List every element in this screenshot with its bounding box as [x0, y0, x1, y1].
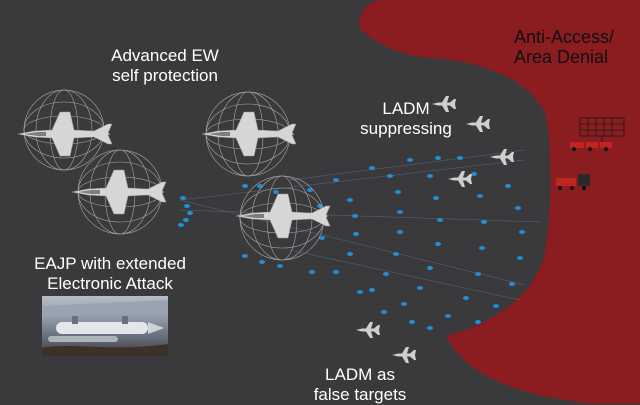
a2ad-line-1: Anti-Access/: [514, 27, 614, 47]
decoy-drone-icon: [356, 322, 380, 338]
a2ad-line-2: Area Denial: [514, 47, 614, 67]
ladm-suppressing-line-1: LADM: [350, 99, 462, 119]
decoy-drone-icon: [448, 171, 472, 187]
fighter-jet-icon: [72, 170, 166, 214]
ladm-false-line-1: LADM as: [310, 365, 410, 385]
decoy-drone-icon: [466, 116, 490, 132]
ladm-suppressing-line-2: suppressing: [350, 119, 462, 139]
ladm-false-targets-label: LADM as false targets: [310, 365, 410, 405]
fighter-jet-icon: [18, 112, 112, 156]
eajp-photo: [42, 296, 168, 356]
eajp-line-2: Electronic Attack: [28, 274, 192, 294]
eajp-pod-image: [42, 296, 168, 356]
eajp-label: EAJP with extended Electronic Attack: [28, 254, 192, 294]
advanced-ew-line-2: self protection: [104, 66, 226, 86]
anti-access-label: Anti-Access/ Area Denial: [514, 27, 614, 67]
fighter-jet-icon: [202, 112, 296, 156]
advanced-ew-line-1: Advanced EW: [104, 46, 226, 66]
advanced-ew-label: Advanced EW self protection: [104, 46, 226, 86]
ladm-suppressing-label: LADM suppressing: [350, 99, 462, 139]
jamming-beam: [180, 150, 540, 300]
radar-pulses: [178, 156, 525, 330]
decoy-drone-icon: [392, 347, 416, 363]
ladm-false-line-2: false targets: [310, 385, 410, 405]
eajp-line-1: EAJP with extended: [28, 254, 192, 274]
